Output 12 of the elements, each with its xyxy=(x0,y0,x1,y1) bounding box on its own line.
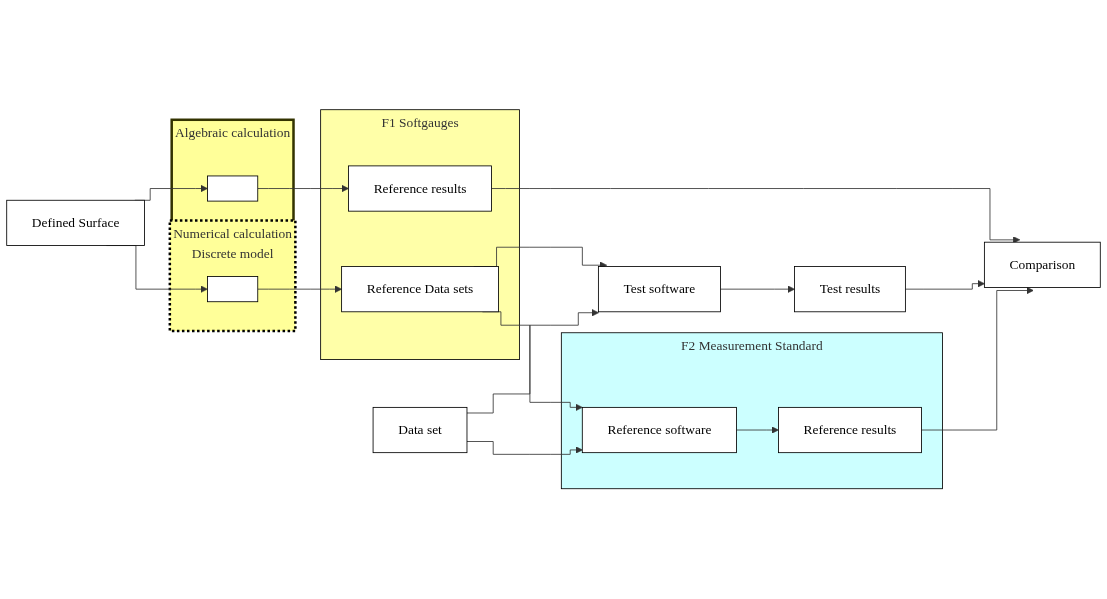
node-box: Test software xyxy=(598,266,721,313)
node-box: Reference software xyxy=(581,407,737,454)
node-box xyxy=(207,175,259,202)
node-box xyxy=(207,276,259,303)
node-box: Data set xyxy=(372,407,468,454)
node-box: Test results xyxy=(794,266,906,313)
node-box: Comparison xyxy=(983,242,1101,289)
node-box: Reference Data sets xyxy=(341,266,499,313)
node-box: Reference results xyxy=(778,407,922,454)
cluster: Numerical calculation Discrete model xyxy=(168,219,297,333)
node-box: Reference results xyxy=(348,165,492,212)
node-box: Defined Surface xyxy=(6,200,145,247)
